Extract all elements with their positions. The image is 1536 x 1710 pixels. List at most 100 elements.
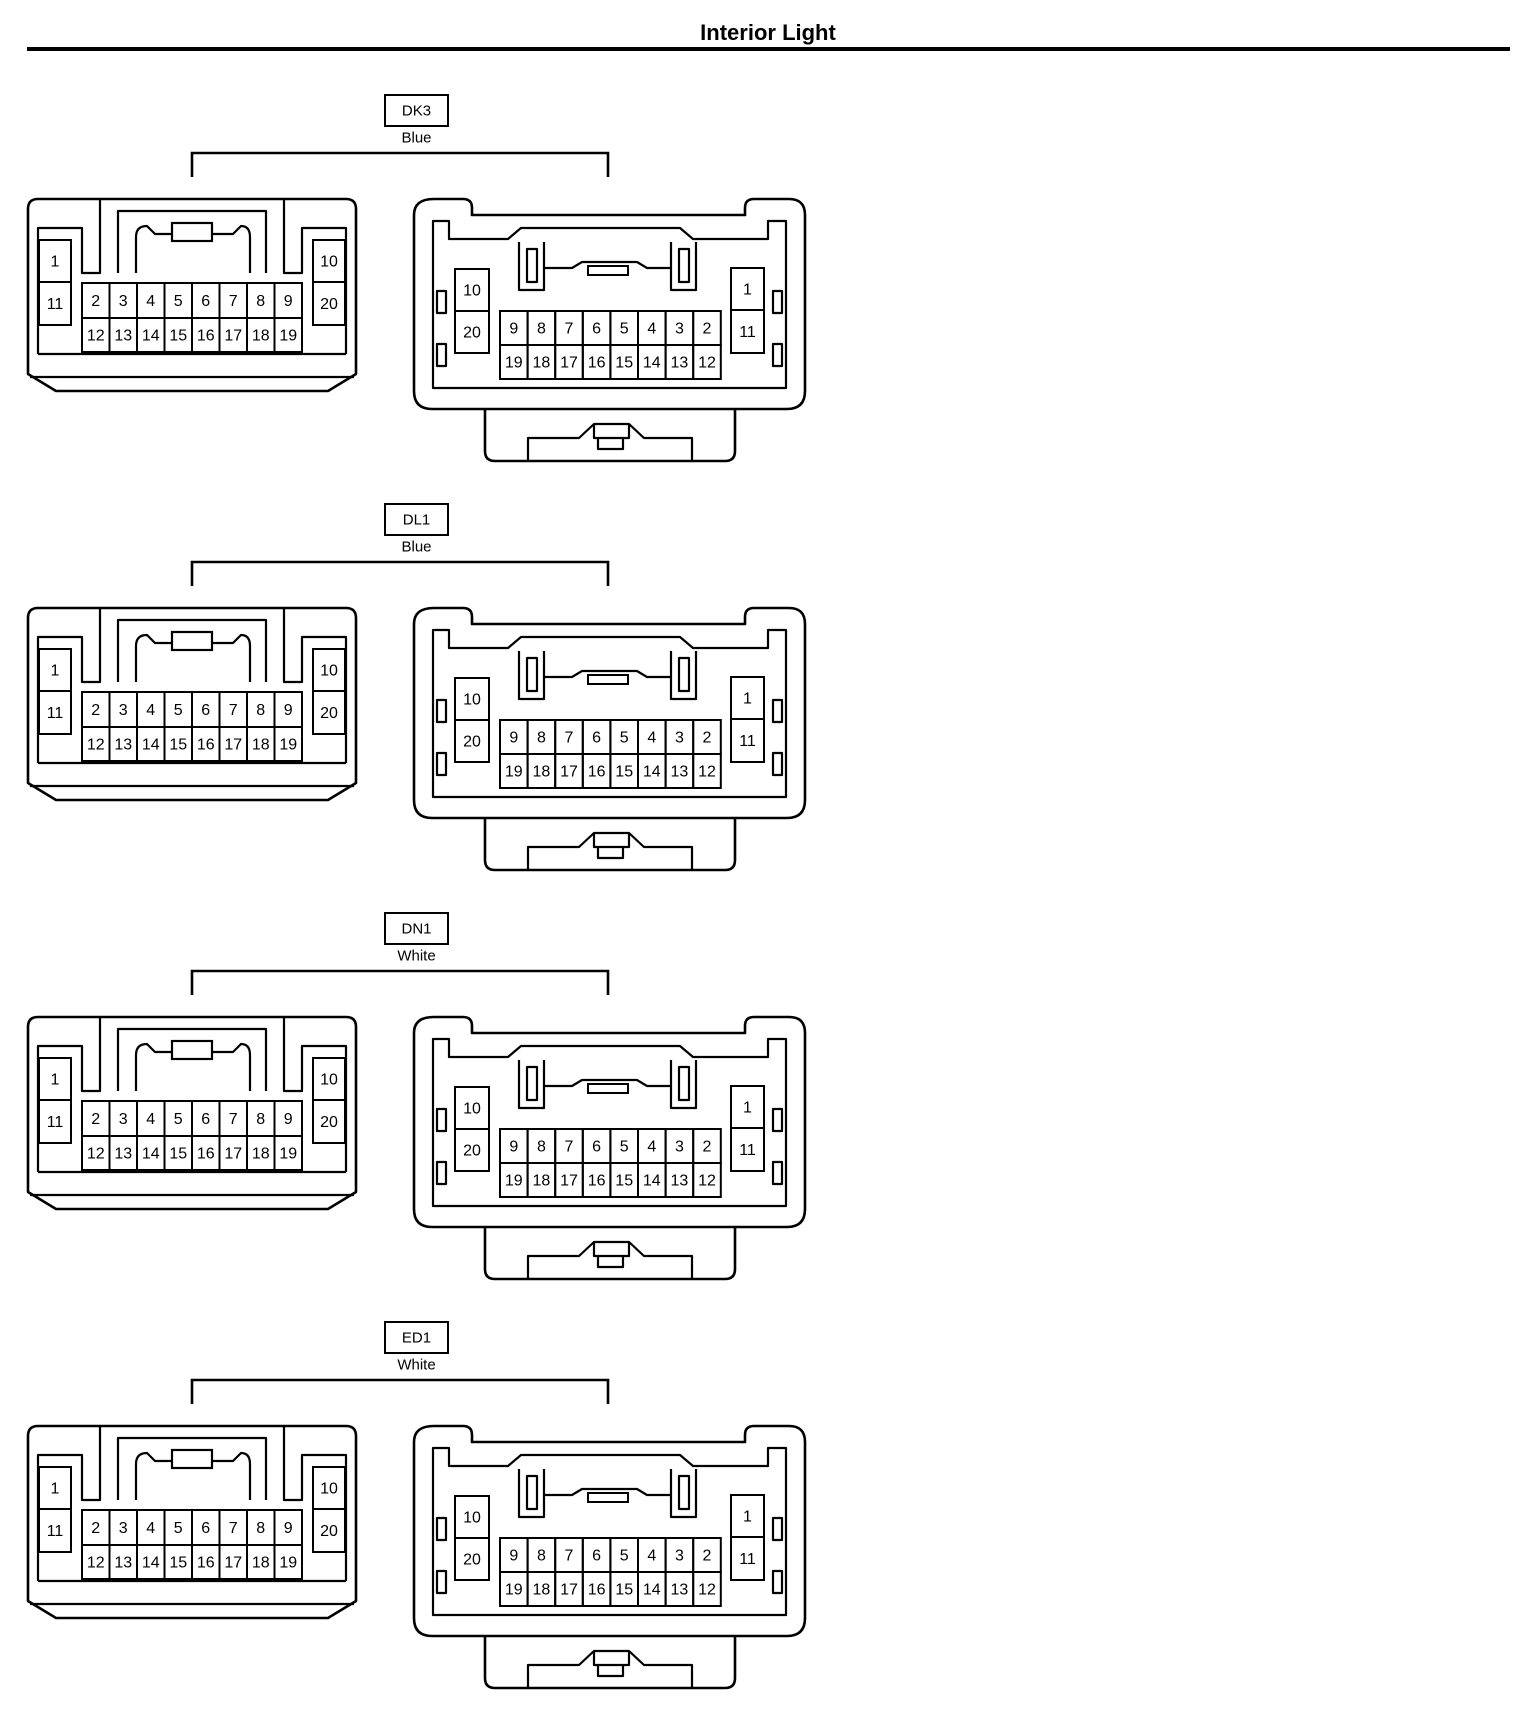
pin-label: 16	[197, 1555, 215, 1572]
pin-label: 9	[284, 702, 293, 719]
pin-label: 3	[119, 702, 128, 719]
pin-label: 20	[320, 1114, 338, 1131]
pin-label: 14	[142, 1146, 160, 1163]
page-title: Interior Light	[700, 20, 836, 45]
pin-cell	[454, 719, 490, 763]
pin-label: 1	[51, 1481, 60, 1498]
connector-code: DN1	[401, 921, 431, 938]
right-latch-slot	[587, 1492, 629, 1503]
pin-label: 18	[533, 764, 551, 781]
pin-label: 14	[142, 328, 160, 345]
connector-color: Blue	[401, 130, 431, 147]
pin-label: 11	[739, 733, 756, 750]
pin-label: 15	[615, 764, 633, 781]
pin-label: 6	[201, 702, 210, 719]
connector-bracket	[190, 1378, 610, 1404]
pin-label: 4	[146, 293, 155, 310]
pin-label: 19	[505, 1582, 523, 1599]
pin-label: 10	[320, 254, 338, 271]
pin-label: 3	[119, 293, 128, 310]
pin-label: 20	[320, 296, 338, 313]
pin-label: 1	[743, 691, 752, 708]
pin-label: 16	[588, 1582, 606, 1599]
pin-label: 3	[675, 321, 684, 338]
right-post-slots	[525, 656, 691, 693]
pin-label: 1	[51, 254, 60, 271]
pin-label: 9	[284, 1111, 293, 1128]
pin-label: 10	[463, 1101, 481, 1118]
pin-label: 11	[47, 1114, 64, 1131]
pin-label: 8	[537, 1548, 546, 1565]
pin-label: 2	[703, 1548, 712, 1565]
pin-label: 11	[739, 324, 756, 341]
pin-label: 4	[647, 321, 656, 338]
pin-label: 19	[505, 355, 523, 372]
pin-label: 10	[320, 1072, 338, 1089]
right-housing	[412, 606, 807, 820]
pin-label: 3	[119, 1111, 128, 1128]
pin-cell	[312, 1099, 346, 1144]
pin-label: 6	[201, 1111, 210, 1128]
pin-label: 15	[169, 1146, 187, 1163]
pin-cell	[730, 718, 765, 763]
pin-label: 10	[463, 1510, 481, 1527]
pin-label: 4	[647, 1548, 656, 1565]
pin-cell	[312, 281, 346, 326]
right-lower-latch	[526, 831, 694, 870]
pin-label: 7	[229, 1111, 238, 1128]
right-lower-latch-key	[592, 833, 631, 860]
pin-label: 1	[51, 1072, 60, 1089]
right-inner-wall	[431, 628, 788, 799]
pin-label: 13	[671, 355, 689, 372]
pin-cell	[38, 690, 72, 735]
pin-label: 18	[252, 328, 270, 345]
pin-label: 18	[533, 355, 551, 372]
pin-label: 6	[592, 730, 601, 747]
connector-color: Blue	[401, 539, 431, 556]
pin-cell	[273, 1135, 303, 1171]
pin-label: 5	[620, 1139, 629, 1156]
pin-cell	[273, 1544, 303, 1580]
right-latch-slot	[587, 1083, 629, 1094]
pin-label: 3	[119, 1520, 128, 1537]
right-posts	[517, 651, 698, 701]
pin-label: 12	[87, 737, 105, 754]
right-latch-bar	[544, 1487, 671, 1497]
pin-label: 11	[47, 1523, 64, 1540]
pin-cell	[692, 753, 722, 789]
right-lower-latch-key	[592, 1242, 631, 1269]
pin-label: 6	[592, 1548, 601, 1565]
pin-label: 19	[279, 1146, 297, 1163]
pin-label: 13	[671, 1173, 689, 1190]
connector-bracket	[190, 969, 610, 995]
pin-cell	[692, 1162, 722, 1198]
pin-label: 12	[87, 328, 105, 345]
right-side-slots	[435, 698, 784, 777]
left-housing	[26, 1424, 358, 1620]
pin-label: 13	[671, 764, 689, 781]
connector-group-dl1: DL1Blue111102021231341451561671781891910…	[26, 503, 807, 872]
right-inner-wall	[431, 1037, 788, 1208]
right-lower-latch	[526, 422, 694, 461]
right-housing	[412, 1015, 807, 1229]
pin-label: 19	[279, 737, 297, 754]
right-latch-slot	[587, 265, 629, 276]
pin-label: 16	[588, 764, 606, 781]
pin-label: 4	[647, 1139, 656, 1156]
pin-label: 1	[743, 1100, 752, 1117]
pin-label: 20	[463, 1143, 481, 1160]
pin-label: 17	[224, 737, 242, 754]
pin-cell	[692, 1571, 722, 1607]
pin-label: 15	[615, 355, 633, 372]
pin-label: 10	[463, 692, 481, 709]
pin-label: 7	[229, 702, 238, 719]
right-lower-tab	[483, 1227, 737, 1281]
pin-label: 12	[698, 355, 716, 372]
pin-label: 7	[565, 1139, 574, 1156]
pin-label: 9	[284, 293, 293, 310]
pin-label: 12	[698, 764, 716, 781]
